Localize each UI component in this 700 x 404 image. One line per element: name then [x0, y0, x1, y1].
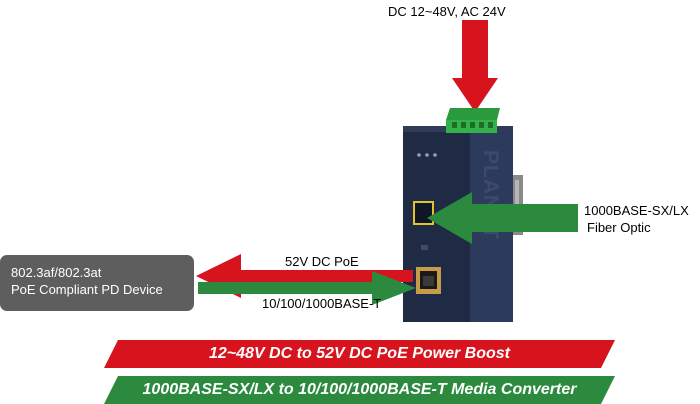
banner-media-converter: 1000BASE-SX/LX to 10/100/1000BASE-T Medi…: [104, 376, 615, 404]
led-indicator: [433, 153, 437, 157]
led-indicator: [417, 153, 421, 157]
rj45-port: [416, 267, 441, 294]
fiber-label-line2: Fiber Optic: [587, 220, 651, 235]
power-terminal-block: [446, 108, 500, 133]
poe-output-label: 52V DC PoE: [285, 254, 359, 269]
pd-device-line1: 802.3af/802.3at: [11, 265, 102, 280]
power-input-label: DC 12~48V, AC 24V: [388, 4, 506, 19]
fiber-input-arrow: [427, 192, 578, 244]
led-indicator: [425, 153, 429, 157]
banner-power-boost: 12~48V DC to 52V DC PoE Power Boost: [104, 340, 615, 368]
banner-power-text: 12~48V DC to 52V DC PoE Power Boost: [209, 345, 510, 362]
sfp-slot: [413, 201, 434, 225]
pd-device-box: 802.3af/802.3at PoE Compliant PD Device: [0, 255, 194, 311]
fiber-label-line1: 1000BASE-SX/LX: [584, 203, 689, 218]
ethernet-arrow: [198, 271, 416, 305]
banner-media-text: 1000BASE-SX/LX to 10/100/1000BASE-T Medi…: [142, 381, 577, 398]
reset-button: [421, 245, 428, 250]
pd-device-line2: PoE Compliant PD Device: [11, 282, 163, 297]
power-input-arrow: [452, 20, 498, 112]
poe-output-arrow: [196, 254, 413, 298]
ethernet-label: 10/100/1000BASE-T: [262, 296, 382, 311]
